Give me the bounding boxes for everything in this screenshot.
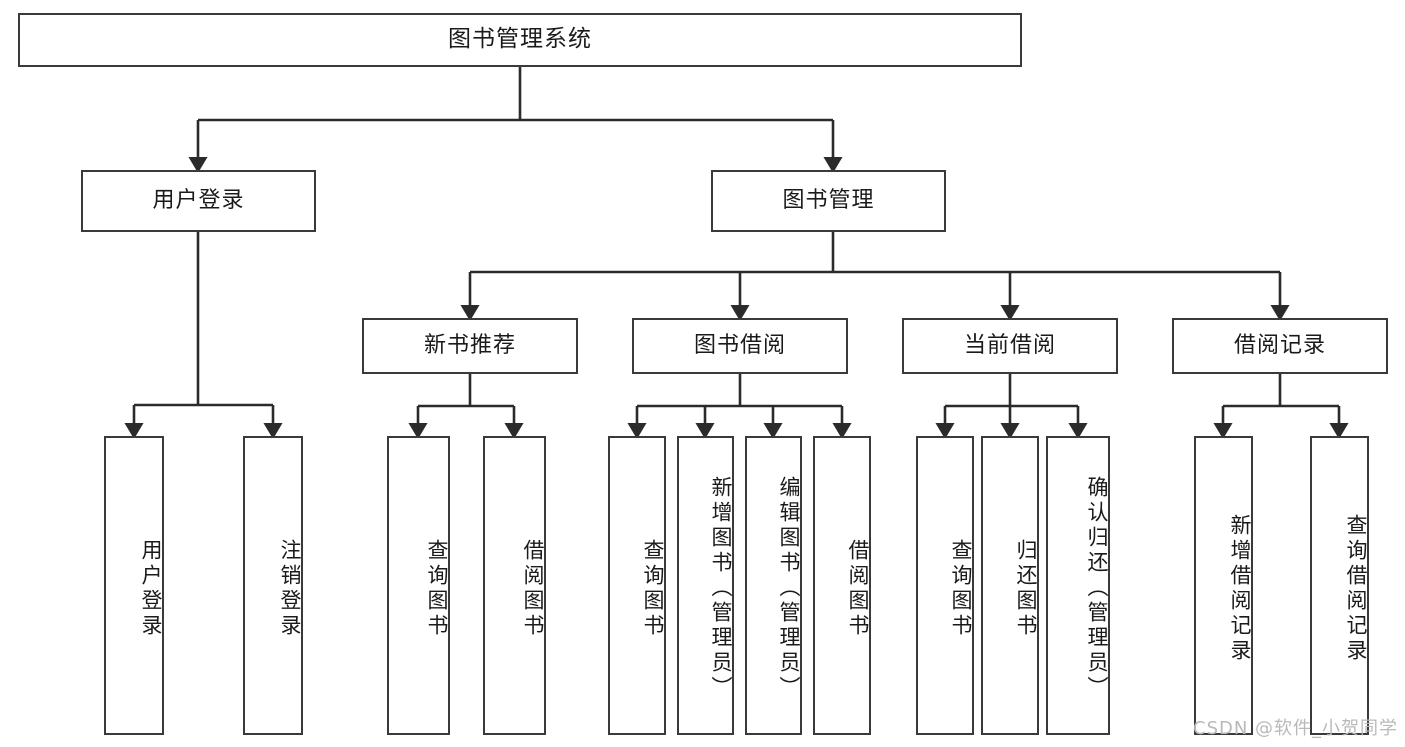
leaf-query-borrow-record-label: 查询借阅记录 bbox=[1344, 513, 1368, 664]
node-book-management[interactable]: 图书管理 bbox=[711, 170, 946, 232]
leaf-edit-book-admin-label: 编辑图书（管理员） bbox=[777, 476, 801, 701]
node-book-management-label: 图书管理 bbox=[782, 187, 875, 213]
leaf-borrow-books-recommend-label: 借阅图书 bbox=[521, 538, 545, 639]
leaf-user-logout-label: 注销登录 bbox=[278, 538, 302, 639]
leaf-query-books-borrow[interactable]: 查询图书 bbox=[608, 436, 666, 735]
node-new-book-recommend-label: 新书推荐 bbox=[423, 332, 516, 358]
leaf-query-books-current[interactable]: 查询图书 bbox=[916, 436, 974, 735]
edge-group-current-borrow bbox=[935, 374, 1088, 439]
leaf-borrow-books-recommend[interactable]: 借阅图书 bbox=[483, 436, 546, 735]
leaf-add-book-admin-label: 新增图书（管理员） bbox=[709, 476, 733, 701]
leaf-user-logout[interactable]: 注销登录 bbox=[243, 436, 303, 735]
node-user-login[interactable]: 用户登录 bbox=[81, 170, 316, 232]
leaf-confirm-return-admin[interactable]: 确认归还（管理员） bbox=[1046, 436, 1110, 735]
leaf-query-books-recommend[interactable]: 查询图书 bbox=[387, 436, 450, 735]
leaf-confirm-return-admin-label: 确认归还（管理员） bbox=[1085, 476, 1109, 701]
edge-group-new-books bbox=[408, 374, 524, 439]
leaf-add-book-admin[interactable]: 新增图书（管理员） bbox=[677, 436, 734, 735]
node-current-borrow[interactable]: 当前借阅 bbox=[902, 318, 1118, 374]
edge-group-user-login bbox=[124, 232, 283, 439]
leaf-user-login[interactable]: 用户登录 bbox=[104, 436, 164, 735]
node-book-borrow-label: 图书借阅 bbox=[693, 332, 786, 358]
leaf-return-book[interactable]: 归还图书 bbox=[981, 436, 1039, 735]
leaf-add-borrow-record[interactable]: 新增借阅记录 bbox=[1194, 436, 1253, 735]
node-root-label: 图书管理系统 bbox=[448, 26, 592, 53]
node-borrow-record-label: 借阅记录 bbox=[1233, 332, 1326, 358]
node-user-login-label: 用户登录 bbox=[152, 187, 245, 213]
leaf-query-borrow-record[interactable]: 查询借阅记录 bbox=[1310, 436, 1369, 735]
edge-group-book-mgmt bbox=[460, 232, 1290, 321]
leaf-query-books-borrow-label: 查询图书 bbox=[641, 538, 665, 639]
leaf-borrow-book[interactable]: 借阅图书 bbox=[813, 436, 871, 735]
node-book-borrow[interactable]: 图书借阅 bbox=[632, 318, 848, 374]
node-new-book-recommend[interactable]: 新书推荐 bbox=[362, 318, 578, 374]
edge-group-borrow-records bbox=[1213, 374, 1349, 439]
node-borrow-record[interactable]: 借阅记录 bbox=[1172, 318, 1388, 374]
leaf-borrow-book-label: 借阅图书 bbox=[846, 538, 870, 639]
leaf-query-books-current-label: 查询图书 bbox=[949, 538, 973, 639]
edge-group-root bbox=[188, 67, 843, 173]
leaf-user-login-label: 用户登录 bbox=[139, 538, 163, 639]
leaf-query-books-recommend-label: 查询图书 bbox=[425, 538, 449, 639]
leaf-edit-book-admin[interactable]: 编辑图书（管理员） bbox=[745, 436, 802, 735]
leaf-return-book-label: 归还图书 bbox=[1014, 538, 1038, 639]
edge-group-borrow-books bbox=[627, 374, 852, 439]
node-current-borrow-label: 当前借阅 bbox=[963, 332, 1056, 358]
leaf-add-borrow-record-label: 新增借阅记录 bbox=[1228, 513, 1252, 664]
node-root[interactable]: 图书管理系统 bbox=[18, 13, 1022, 67]
watermark: CSDN @软件_小贺同学 bbox=[1193, 718, 1399, 739]
